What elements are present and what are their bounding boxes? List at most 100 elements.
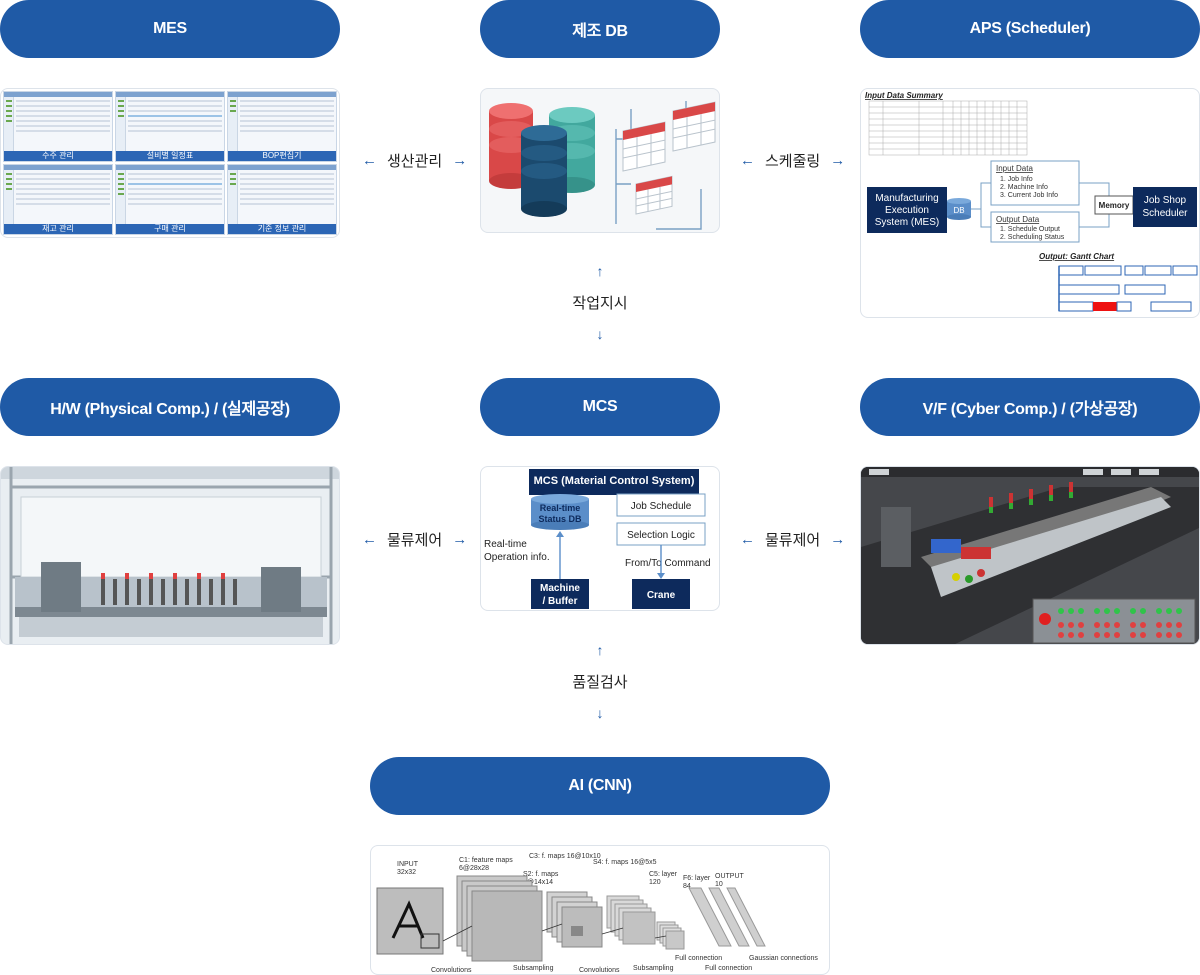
cnn-diagram: INPUT 32x32 C1: feature maps 6@28x28 S2:… [376, 853, 818, 974]
arrow-left-icon: ← [740, 152, 755, 169]
svg-text:1. Schedule Output: 1. Schedule Output [1000, 226, 1060, 233]
arrow-right-icon: → [830, 531, 846, 548]
machine-buffer-box [531, 579, 589, 609]
connector-label: 스케줄링 [765, 153, 821, 170]
connector-quality-inspection: ↑ 품질검사 ↓ [540, 643, 660, 720]
svg-text:/ Buffer: / Buffer [543, 596, 578, 607]
svg-text:C3: f. maps 16@10x10: C3: f. maps 16@10x10 [529, 853, 601, 860]
vf-header: V/F (Cyber Comp.) / (가상공장) [860, 378, 1200, 436]
arrow-down-icon: ↓ [596, 705, 604, 721]
svg-text:6@28x28: 6@28x28 [459, 865, 489, 872]
svg-text:6@14x14: 6@14x14 [523, 879, 553, 886]
connector-logistics-control-vf: ← 물류제어 → [740, 529, 845, 550]
svg-text:3. Current Job Info: 3. Current Job Info [1000, 192, 1058, 199]
arrow-right-icon: → [452, 531, 468, 548]
mcs-title-box [529, 469, 699, 495]
svg-text:84: 84 [683, 883, 691, 890]
manufacturing-db-header: 제조 DB [480, 0, 720, 58]
connector-label: 작업지시 [572, 295, 628, 312]
svg-text:Subsampling: Subsampling [513, 965, 554, 972]
connector-logistics-control-hw: ← 물류제어 → [362, 529, 467, 550]
status-db-icon: Real-time Status DB [531, 494, 589, 530]
svg-text:Job Shop: Job Shop [1144, 195, 1187, 206]
svg-text:Subsampling: Subsampling [633, 965, 674, 972]
svg-text:Full connection: Full connection [675, 955, 722, 962]
aps-scheduler-panel: Input Data Summary Manufacturing Executi… [860, 88, 1200, 318]
mes-screen-label: 기준 정보 관리 [228, 224, 336, 234]
physical-factory-photo [0, 466, 340, 645]
svg-text:Convolutions: Convolutions [579, 967, 620, 974]
mes-screen-purchase: 구매 관리 [115, 164, 225, 235]
arrow-left-icon: ← [740, 531, 755, 548]
connector-work-order: ↑ 작업지시 ↓ [540, 264, 660, 341]
svg-text:C5: layer: C5: layer [649, 871, 678, 878]
cnn-architecture-panel: INPUT 32x32 C1: feature maps 6@28x28 S2:… [370, 845, 830, 975]
connector-label: 생산관리 [387, 153, 443, 170]
mcs-diagram: MCS (Material Control System) Real-time … [484, 469, 711, 609]
connector-scheduling: ← 스케줄링 → [740, 150, 845, 171]
svg-text:Job Schedule: Job Schedule [631, 501, 692, 512]
database-illustration [489, 101, 716, 230]
arrow-up-icon: ↑ [596, 263, 604, 279]
svg-text:Input Data: Input Data [996, 164, 1033, 173]
aps-header: APS (Scheduler) [860, 0, 1200, 58]
gantt-chart [1058, 265, 1198, 312]
arrow-up-icon: ↑ [596, 642, 604, 658]
crane-box [632, 579, 690, 609]
db-cylinder-navy-icon [521, 125, 567, 217]
svg-text:Manufacturing: Manufacturing [875, 193, 938, 204]
mes-screens-panel: 수주 관리 설비별 일정표 BOP편집기 재고 관리 구매 관리 기준 정보 관… [0, 88, 340, 238]
hw-header: H/W (Physical Comp.) / (실제공장) [0, 378, 340, 436]
aps-diagram: Input Data Summary Manufacturing Executi… [865, 91, 1198, 312]
mes-screen-inventory: 재고 관리 [3, 164, 113, 235]
summary-table [868, 100, 1028, 156]
mes-screen-label: 재고 관리 [4, 224, 112, 234]
manufacturing-db-panel [480, 88, 720, 233]
svg-text:Real-time: Real-time [540, 503, 581, 513]
from-to-command-label: From/To Command [625, 558, 711, 569]
connector-label: 물류제어 [765, 532, 821, 549]
svg-text:OUTPUT: OUTPUT [715, 873, 745, 880]
mes-screen-label: 설비별 일정표 [116, 151, 224, 161]
svg-text:DB: DB [953, 206, 964, 215]
svg-text:Crane: Crane [647, 590, 676, 601]
svg-text:S4: f. maps 16@5x5: S4: f. maps 16@5x5 [593, 859, 657, 866]
svg-text:C1: feature maps: C1: feature maps [459, 857, 513, 864]
mes-screen-order: 수주 관리 [3, 91, 113, 162]
input-data-summary-title: Input Data Summary [865, 91, 943, 100]
svg-text:System (MES): System (MES) [875, 217, 939, 228]
mes-screen-bop: BOP편집기 [227, 91, 337, 162]
svg-text:Scheduler: Scheduler [1142, 208, 1188, 219]
connector-production-management: ← 생산관리 → [362, 150, 467, 171]
svg-text:INPUT: INPUT [397, 861, 419, 868]
svg-text:2. Machine Info: 2. Machine Info [1000, 184, 1048, 191]
virtual-factory-render [860, 466, 1200, 645]
svg-text:Status DB: Status DB [538, 514, 582, 524]
arrow-left-icon: ← [362, 531, 377, 548]
svg-text:120: 120 [649, 879, 661, 886]
mes-header: MES [0, 0, 340, 58]
input-data-box [990, 160, 1080, 206]
output-data-box [990, 211, 1080, 243]
mes-screen-schedule: 설비별 일정표 [115, 91, 225, 162]
mcs-header: MCS [480, 378, 720, 436]
table-icon [635, 175, 673, 215]
svg-text:1. Job Info: 1. Job Info [1000, 176, 1033, 183]
arrow-right-icon: → [452, 152, 468, 169]
svg-text:Gaussian connections: Gaussian connections [749, 955, 818, 962]
svg-text:Operation info.: Operation info. [484, 552, 550, 563]
svg-text:10: 10 [715, 881, 723, 888]
svg-text:Convolutions: Convolutions [431, 967, 472, 974]
connector-label: 물류제어 [387, 532, 443, 549]
virtual-factory-illustration [861, 467, 1199, 644]
mes-screen-label: 구매 관리 [116, 224, 224, 234]
table-icon [622, 121, 666, 172]
mes-screen-master-info: 기준 정보 관리 [227, 164, 337, 235]
operation-info-label: Real-time [484, 539, 527, 550]
table-icon [672, 101, 716, 152]
physical-factory-illustration [1, 467, 339, 644]
control-panel [1032, 598, 1196, 644]
connector-label: 품질검사 [572, 674, 628, 691]
svg-text:Machine: Machine [540, 583, 580, 594]
svg-text:S2: f. maps: S2: f. maps [523, 871, 559, 878]
